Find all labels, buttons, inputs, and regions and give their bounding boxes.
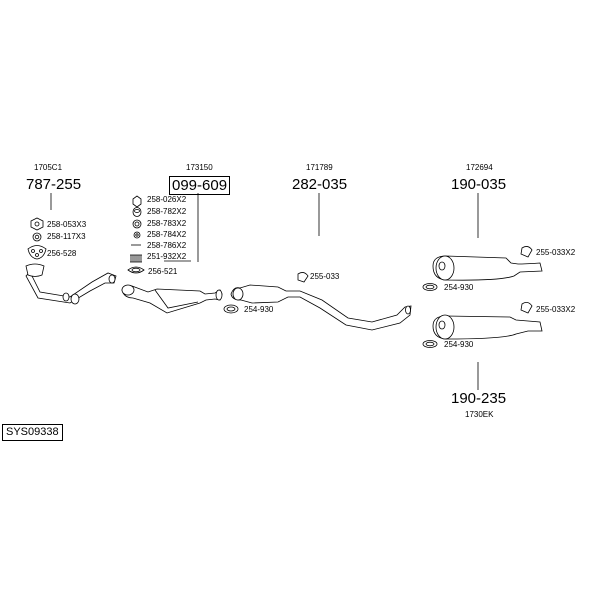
part-label[interactable]: 254-930 bbox=[244, 305, 274, 314]
catalytic-converter-flange-icon bbox=[121, 284, 135, 296]
part-number-190-035[interactable]: 190-035 bbox=[451, 176, 507, 193]
part-label[interactable]: 258-117X3 bbox=[47, 232, 86, 241]
system-id-label: SYS09338 bbox=[2, 424, 63, 441]
rear-silencer-190-235-shape bbox=[432, 315, 543, 340]
catalytic-converter-edge-icon bbox=[154, 289, 199, 309]
clamp-hole-icon bbox=[425, 341, 435, 347]
part-label[interactable]: 255-033 bbox=[310, 272, 340, 281]
nut-icon bbox=[132, 195, 142, 208]
part-label[interactable]: 251-932X2 bbox=[147, 252, 187, 261]
part-label[interactable]: 256-528 bbox=[47, 249, 77, 258]
clamp-hole-icon bbox=[425, 284, 435, 290]
part-number-190-235[interactable]: 190-235 bbox=[451, 390, 507, 407]
ring-hole-icon bbox=[134, 221, 140, 227]
middle-silencer-outlet-icon bbox=[405, 305, 411, 315]
part-number-787-255[interactable]: 787-255 bbox=[26, 176, 82, 193]
part-label[interactable]: 258-783X2 bbox=[147, 219, 187, 228]
front-pipe-joint-icon bbox=[70, 293, 80, 305]
part-number-282-035[interactable]: 282-035 bbox=[292, 176, 348, 193]
part-label[interactable]: 254-930 bbox=[444, 340, 474, 349]
rubber-hanger-icon bbox=[520, 246, 533, 258]
front-pipe-end-icon bbox=[108, 274, 116, 284]
part-label[interactable]: 254-930 bbox=[444, 283, 474, 292]
catalytic-converter-outlet-icon bbox=[215, 289, 223, 301]
ref-code-171789: 171789 bbox=[306, 163, 333, 172]
part-label[interactable]: 258-784X2 bbox=[147, 230, 187, 239]
part-label[interactable]: 258-782X2 bbox=[147, 207, 187, 216]
middle-silencer-inlet-icon bbox=[232, 287, 244, 301]
lock-nut-detail-icon bbox=[134, 209, 140, 213]
part-label[interactable]: 255-033X2 bbox=[536, 305, 576, 314]
rear-silencer-inlet-icon bbox=[438, 320, 446, 330]
front-pipe-joint-icon bbox=[62, 292, 70, 302]
washer-hole-icon bbox=[34, 234, 40, 240]
part-label[interactable]: 258-786X2 bbox=[147, 241, 187, 250]
gasket-hole-icon bbox=[39, 249, 43, 253]
spring-icon bbox=[130, 254, 142, 263]
ring-gasket-hole-icon bbox=[131, 267, 141, 273]
rubber-hanger-icon bbox=[520, 302, 533, 314]
front-pipe-shape bbox=[25, 271, 117, 304]
gasket-icon bbox=[27, 245, 47, 260]
ref-code-173150: 173150 bbox=[186, 163, 213, 172]
part-label[interactable]: 255-033X2 bbox=[536, 248, 576, 257]
part-label[interactable]: 258-026X2 bbox=[147, 195, 187, 204]
ref-code-1730EK: 1730EK bbox=[465, 410, 494, 419]
part-label[interactable]: 256-521 bbox=[148, 267, 178, 276]
rear-silencer-inlet-icon bbox=[438, 261, 446, 271]
gasket-hole-icon bbox=[31, 249, 35, 253]
washer-hole-icon bbox=[135, 233, 139, 237]
part-number-099-609[interactable]: 099-609 bbox=[169, 176, 231, 195]
front-pipe-flange-icon bbox=[25, 263, 45, 277]
rubber-hanger-icon bbox=[297, 272, 309, 283]
gasket-hole-icon bbox=[35, 253, 39, 257]
ref-code-172694: 172694 bbox=[466, 163, 493, 172]
clamp-hole-icon bbox=[226, 306, 236, 312]
nut-hole-icon bbox=[34, 221, 40, 227]
part-label[interactable]: 258-053X3 bbox=[47, 220, 87, 229]
ref-code-1705C1: 1705C1 bbox=[34, 163, 63, 172]
